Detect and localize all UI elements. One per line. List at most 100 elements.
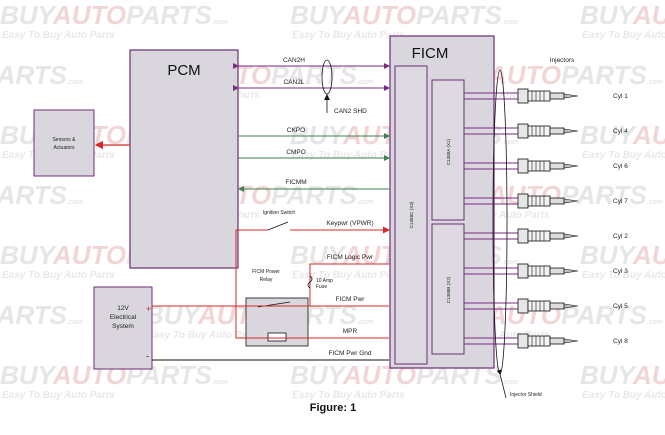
can2l-label: CAN2L: [284, 79, 305, 86]
svg-text:BUYAUTOPARTS.com: BUYAUTOPARTS.com: [580, 0, 665, 30]
electrical-label-line1: 12V: [117, 305, 129, 312]
connector-c1388b-label: C1388B (X2): [446, 276, 451, 303]
ficm-pwr-label: FICM Pwr: [336, 296, 366, 303]
injectors-title: Injectors: [550, 57, 575, 64]
svg-text:Easy To Buy Auto Parts: Easy To Buy Auto Parts: [582, 270, 665, 281]
svg-text:Easy To Buy Auto Parts: Easy To Buy Auto Parts: [582, 150, 665, 161]
injector-icon: [517, 158, 579, 174]
connector-c1388a-label: C1388A (X1): [446, 138, 451, 165]
svg-text:BUYAUTOPARTS.com: BUYAUTOPARTS.com: [0, 300, 83, 330]
cylinder-label: Cyl 5: [613, 303, 628, 310]
connector-c1388c-label: C1388C (X3): [409, 201, 414, 228]
injector-row: Cyl 4: [464, 123, 628, 139]
fuse-label-line2: Fuse: [316, 284, 327, 290]
injector-row: Cyl 3: [464, 263, 628, 279]
injector-shield-label: Injector Shield: [510, 392, 542, 398]
injector-icon: [517, 228, 579, 244]
ignition-switch-label: Ignition Switch: [263, 210, 295, 216]
mpr-label: MPR: [343, 328, 358, 335]
svg-text:BUYAUTOPARTS.com: BUYAUTOPARTS.com: [580, 240, 665, 270]
ficm-block: FICM C1388C (X3) C1388A (X1) C1388B (X2): [389, 35, 495, 369]
sensors-actuators-block: Sensors & Actuators: [33, 109, 95, 177]
injector-icon: [517, 193, 579, 209]
svg-text:Easy To Buy Auto Parts: Easy To Buy Auto Parts: [582, 30, 665, 41]
svg-text:Easy To Buy Auto Parts: Easy To Buy Auto Parts: [2, 390, 115, 401]
pcm-label: PCM: [167, 62, 200, 79]
ficm-pwr-gnd-label: FICM Pwr Gnd: [329, 350, 372, 357]
relay-label-line1: FICM Power: [252, 269, 280, 275]
plus-terminal: +: [146, 304, 151, 314]
cylinder-label: Cyl 6: [613, 163, 628, 170]
injector-row: Cyl 8: [464, 333, 628, 349]
ignition-switch-contact: [267, 221, 289, 231]
power-wiring: FICM Pwr Ignition Switch Keypwr (VPWR) F…: [152, 210, 390, 361]
svg-text:Easy To Buy Auto Parts: Easy To Buy Auto Parts: [292, 30, 405, 41]
injector-icon: [517, 263, 579, 279]
injector-row: Cyl 1: [464, 88, 628, 104]
fuse-label-line1: 10 Amp: [316, 278, 333, 284]
cmpo-label: CMPO: [286, 149, 306, 156]
can2h-label: CAN2H: [283, 57, 305, 64]
svg-text:BUYAUTOPARTS.com: BUYAUTOPARTS.com: [0, 60, 83, 90]
cylinder-label: Cyl 3: [613, 268, 628, 275]
keypwr-label: Keypwr (VPWR): [326, 220, 373, 227]
svg-text:Easy To Buy Auto Parts: Easy To Buy Auto Parts: [2, 30, 115, 41]
svg-text:Easy To Buy Auto Parts: Easy To Buy Auto Parts: [582, 390, 665, 401]
injector-rows: Cyl 1 Cyl 4 Cyl 6 Cyl 7 Cyl 2 Cyl 3 Cyl 5 Cyl 8: [464, 88, 628, 349]
injector-row: Cyl 2: [464, 228, 628, 244]
electrical-label-line3: System: [112, 323, 134, 330]
sensor-signals: CKPO CMPO FICMM: [238, 127, 390, 192]
sensors-label-line1: Sensors &: [52, 137, 76, 143]
connector-c1388c-box: [394, 65, 428, 365]
svg-text:Easy To Buy Auto Parts: Easy To Buy Auto Parts: [292, 270, 405, 281]
ficm-label: FICM: [412, 45, 449, 62]
svg-text:BUYAUTOPARTS.com: BUYAUTOPARTS.com: [580, 360, 665, 390]
svg-text:BUYAUTOPARTS.com: BUYAUTOPARTS.com: [0, 0, 228, 30]
injector-row: Cyl 5: [464, 298, 628, 314]
injector-row: Cyl 7: [464, 193, 628, 209]
ckpo-label: CKPO: [287, 127, 305, 134]
svg-text:Easy To Buy Auto Parts: Easy To Buy Auto Parts: [147, 330, 260, 341]
relay-label-line2: Relay: [260, 277, 273, 283]
svg-text:BUYAUTOPARTS.com: BUYAUTOPARTS.com: [0, 180, 83, 210]
electrical-label-line2: Electrical: [110, 314, 137, 321]
ficm-logic-pwr-label: FICM Logic Pwr: [327, 254, 374, 261]
sensors-label-line2: Actuators: [53, 145, 75, 151]
injector-icon: [517, 123, 579, 139]
injector-icon: [517, 333, 579, 349]
injector-row: Cyl 6: [464, 158, 628, 174]
electrical-system-block: 12V Electrical System + -: [93, 286, 153, 370]
cylinder-label: Cyl 4: [613, 128, 628, 135]
connector-c1388a-box: [431, 79, 465, 221]
pcm-block: PCM: [129, 49, 239, 269]
can2-shd-label: CAN2 SHD: [334, 108, 367, 115]
svg-text:Easy To Buy Auto Parts: Easy To Buy Auto Parts: [2, 270, 115, 281]
figure-caption: Figure: 1: [310, 402, 356, 414]
minus-terminal: -: [146, 351, 149, 361]
cylinder-label: Cyl 8: [613, 338, 628, 345]
fuse-symbol: [307, 275, 313, 289]
can-bus: CAN2H CAN2L CAN2 SHD: [233, 57, 390, 115]
svg-text:Easy To Buy Auto Parts: Easy To Buy Auto Parts: [292, 390, 405, 401]
svg-text:BUYAUTOPARTS.com: BUYAUTOPARTS.com: [0, 360, 228, 390]
svg-text:BUYAUTOPARTS.com: BUYAUTOPARTS.com: [580, 120, 665, 150]
cylinder-label: Cyl 7: [613, 198, 628, 205]
svg-text:Easy To Buy Auto Parts: Easy To Buy Auto Parts: [292, 150, 405, 161]
ficmm-label: FICMM: [285, 179, 306, 186]
relay-coil: [267, 332, 287, 342]
connector-c1388b-box: [431, 223, 465, 355]
svg-text:BUYAUTOPARTS.com: BUYAUTOPARTS.com: [290, 0, 518, 30]
injector-icon: [517, 298, 579, 314]
cylinder-label: Cyl 1: [613, 93, 628, 100]
injector-icon: [517, 88, 579, 104]
